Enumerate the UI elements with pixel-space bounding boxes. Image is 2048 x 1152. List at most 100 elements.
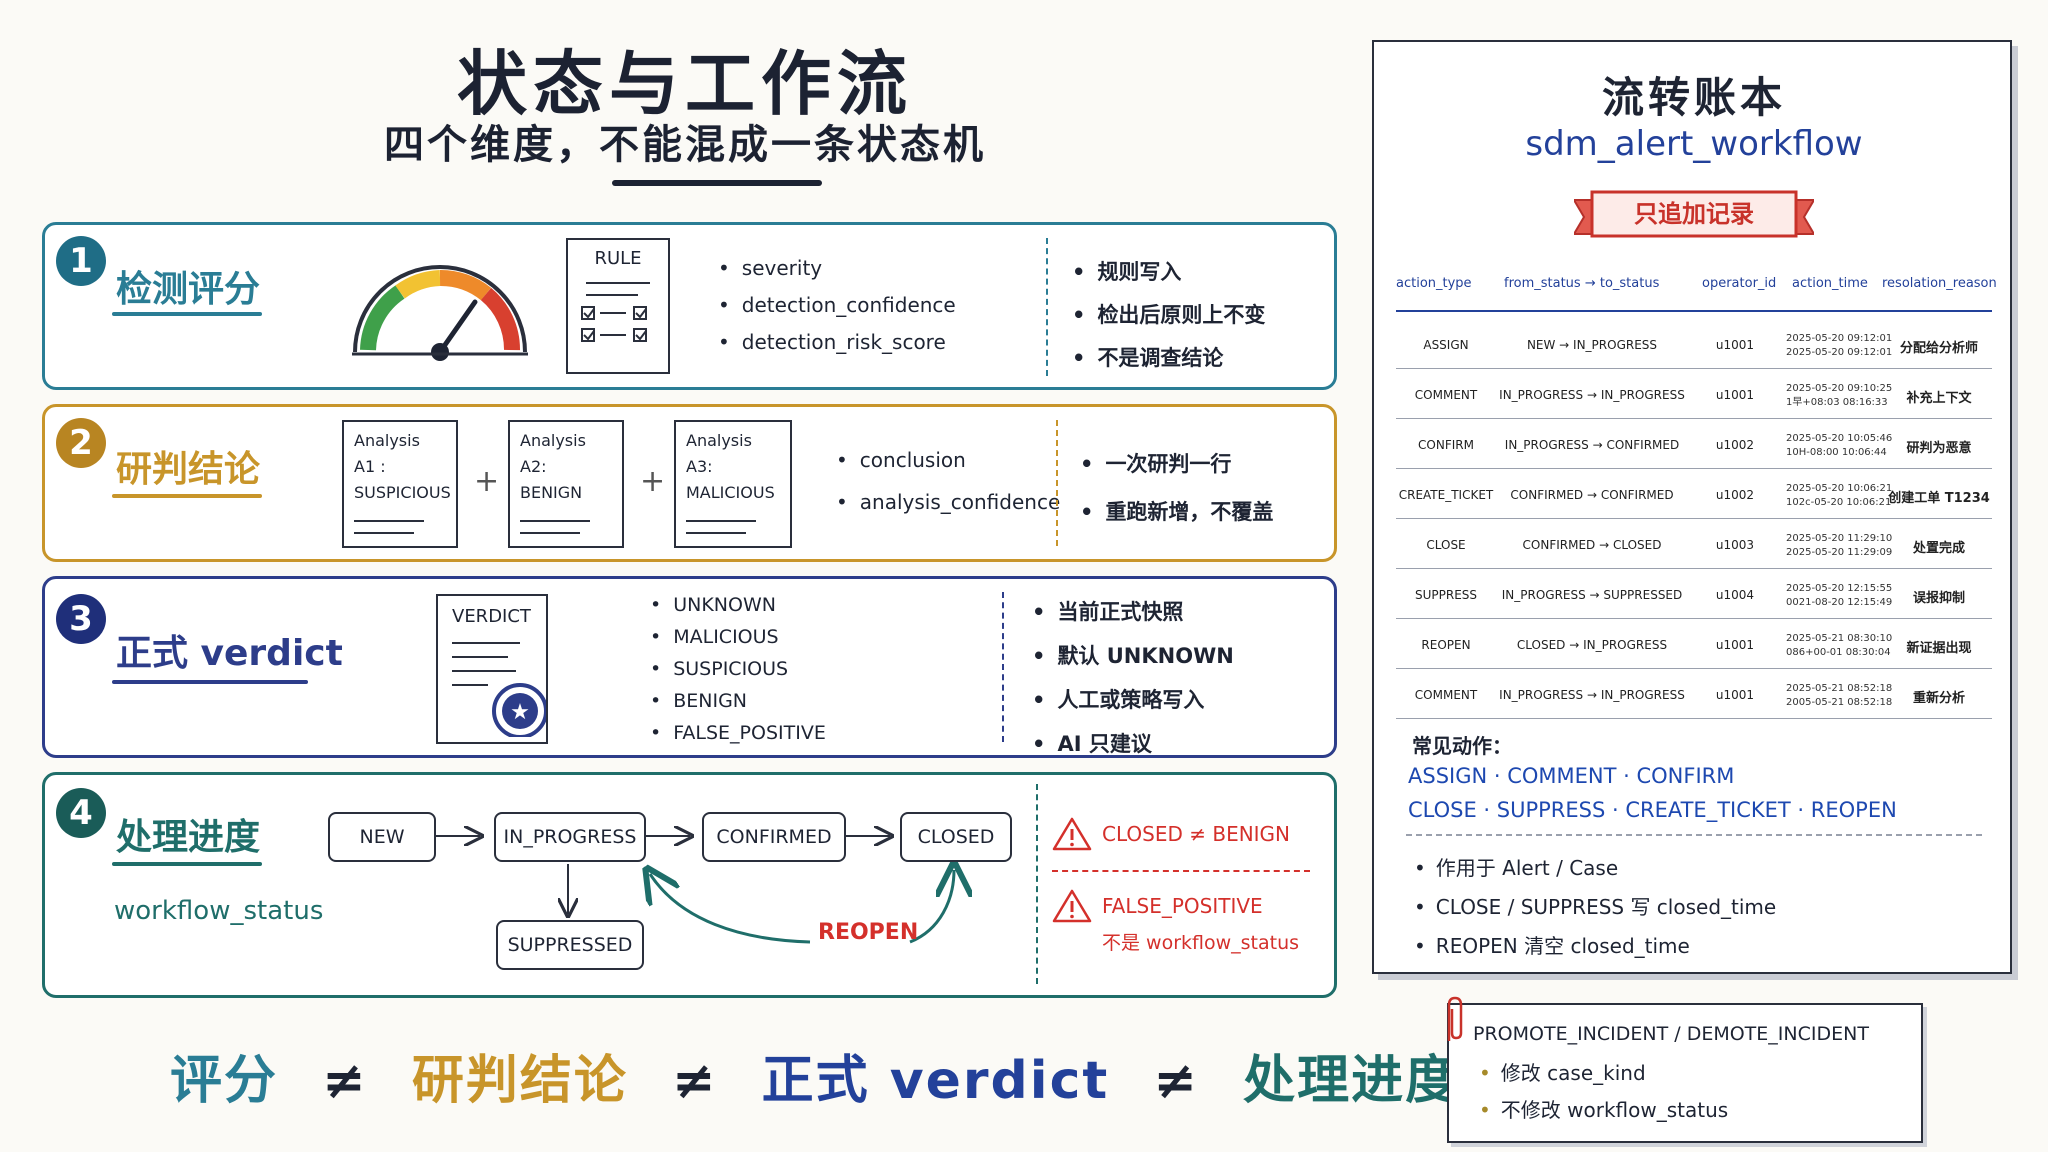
cell-operator: u1002 xyxy=(1715,438,1755,452)
cell-reason: 重新分析 xyxy=(1912,691,1965,706)
analysis-name: Analysis A3: xyxy=(686,431,752,476)
note-item: 一次研判一行 xyxy=(1080,448,1273,478)
field-item: conclusion xyxy=(836,448,1060,472)
plus-sign: + xyxy=(640,464,666,499)
cell-time: 2005-05-21 08:52:18 xyxy=(1786,697,1893,708)
cell-time: 2025-05-20 10:06:21 xyxy=(1786,483,1893,494)
verdict-value: SUSPICIOUS xyxy=(650,658,826,680)
col-reason: resolation_reason xyxy=(1882,276,1997,291)
cell-transition: IN_PROGRESS → IN_PROGRESS xyxy=(1499,688,1685,702)
cell-time: 2025-05-20 09:12:01 xyxy=(1786,347,1893,358)
panel4-number-badge: 4 xyxy=(56,788,106,838)
ribbon-text: 只追加记录 xyxy=(1634,200,1754,228)
row-divider xyxy=(1396,668,1992,669)
page-title: 状态与工作流 xyxy=(457,43,913,125)
verdict-value: FALSE_POSITIVE xyxy=(650,722,826,744)
note-item: AI 只建议 xyxy=(1032,728,1234,758)
panel3-number-badge: 3 xyxy=(56,594,106,644)
verdict-value: BENIGN xyxy=(650,690,826,712)
header-rule xyxy=(1396,310,1992,312)
ledger-title: 流转账本 xyxy=(1601,73,1786,122)
field-item: severity xyxy=(718,256,956,280)
warning-separator xyxy=(1052,870,1310,872)
verdict-value: MALICIOUS xyxy=(650,626,826,648)
neq-sign: ≠ xyxy=(671,1051,718,1111)
cell-action: CONFIRM xyxy=(1418,438,1474,452)
cell-operator: u1001 xyxy=(1715,388,1755,402)
actions-line-1: ASSIGN · COMMENT · CONFIRM xyxy=(1408,764,1735,788)
neq-sign: ≠ xyxy=(1153,1051,1199,1111)
verdict-values-list: UNKNOWN MALICIOUS SUSPICIOUS BENIGN FALS… xyxy=(650,594,826,754)
cell-time: 10H-08:00 10:06:44 xyxy=(1786,447,1887,458)
field-item: detection_confidence xyxy=(718,293,956,317)
incident-note-card: PROMOTE_INCIDENT / DEMOTE_INCIDENT 修改 ca… xyxy=(1447,996,1923,1143)
row-divider xyxy=(1396,418,1992,419)
warning-false-positive-sub: 不是 workflow_status xyxy=(1102,932,1300,954)
row-divider xyxy=(1396,518,1992,519)
panel-workflow-progress xyxy=(42,772,1337,998)
analysis-name: Analysis A1 : xyxy=(354,431,420,476)
svg-text:★: ★ xyxy=(510,700,530,725)
incident-note-item: 不修改 workflow_status xyxy=(1479,1094,1728,1123)
panel2-title: 研判结论 xyxy=(116,449,261,490)
panel1-title-underline xyxy=(112,312,262,316)
rule-document-icon: RULE xyxy=(566,238,670,374)
state-suppressed: SUPPRESSED xyxy=(496,920,644,970)
verdict-doc-label: VERDICT xyxy=(452,606,531,627)
cell-operator: u1002 xyxy=(1715,488,1755,502)
rule-doc-label: RULE xyxy=(594,248,642,269)
panel1-number-badge: 1 xyxy=(56,236,106,286)
cell-time: 1早+08:03 08:16:33 xyxy=(1786,397,1888,408)
page-subtitle: 四个维度，不能混成一条状态机 xyxy=(384,122,986,168)
cell-reason: 补充上下文 xyxy=(1906,391,1972,406)
panel3-title: 正式 verdict xyxy=(116,633,343,674)
ribbon-banner xyxy=(1574,190,1814,238)
panel1-title: 检测评分 xyxy=(116,269,261,310)
eq-progress: 处理进度 xyxy=(1243,1051,1460,1111)
gauge-icon xyxy=(352,265,528,361)
incident-note-item: 修改 case_kind xyxy=(1479,1057,1728,1086)
cell-time: 2025-05-20 11:29:10 xyxy=(1786,533,1893,544)
cell-time: 2025-05-20 09:10:25 xyxy=(1786,383,1893,394)
checklist-icon xyxy=(581,282,650,342)
panel4-title: 处理进度 xyxy=(116,817,261,858)
eq-conclusion: 研判结论 xyxy=(411,1051,628,1111)
cell-transition: IN_PROGRESS → SUPPRESSED xyxy=(1501,588,1683,602)
panel4-title-underline xyxy=(112,862,262,866)
workflow-status-field: workflow_status xyxy=(114,896,324,926)
analysis-note-a1: Analysis A1 : SUSPICIOUS xyxy=(342,420,458,548)
cell-time: 102c-05-20 10:06:21 xyxy=(1786,497,1892,508)
panel3-notes-list: 当前正式快照 默认 UNKNOWN 人工或策略写入 AI 只建议 xyxy=(1032,596,1234,771)
actions-line-2: CLOSE · SUPPRESS · CREATE_TICKET · REOPE… xyxy=(1408,798,1897,822)
cell-operator: u1003 xyxy=(1715,538,1755,552)
cell-reason: 创建工单 T1234 xyxy=(1888,491,1990,506)
cell-action: CREATE_TICKET xyxy=(1398,488,1494,502)
panel2-notes-list: 一次研判一行 重跑新增，不覆盖 xyxy=(1080,448,1273,539)
analysis-note-a3: Analysis A3: MALICIOUS xyxy=(674,420,792,548)
cell-operator: u1001 xyxy=(1715,688,1755,702)
state-closed: CLOSED xyxy=(900,812,1012,862)
ledger-table-name: sdm_alert_workflow xyxy=(1525,124,1863,164)
cell-reason: 新证据出现 xyxy=(1906,641,1972,656)
state-machine-arrows xyxy=(436,800,1040,944)
cell-action: SUPPRESS xyxy=(1414,588,1478,602)
analysis-note-a2: Analysis A2: BENIGN xyxy=(508,420,624,548)
panel1-notes-list: 规则写入 检出后原则上不变 不是调查结论 xyxy=(1072,256,1265,385)
actions-separator xyxy=(1406,834,1982,836)
cell-time: 2025-05-20 11:29:09 xyxy=(1786,547,1893,558)
cell-operator: u1001 xyxy=(1715,338,1755,352)
cell-time: 0021-08-20 12:15:49 xyxy=(1786,597,1893,608)
cell-time: 2025-05-20 09:12:01 xyxy=(1786,333,1893,344)
note-item: 检出后原则上不变 xyxy=(1072,299,1265,329)
analysis-value: BENIGN xyxy=(520,483,583,502)
analysis-name: Analysis A2: xyxy=(520,431,586,476)
note-item: 默认 UNKNOWN xyxy=(1032,640,1233,670)
cell-action: CLOSE xyxy=(1426,538,1466,552)
cell-reason: 分配给分析师 xyxy=(1899,341,1978,356)
warning-icon xyxy=(1052,889,1092,923)
cell-reason: 处置完成 xyxy=(1912,541,1965,556)
reopen-label: REOPEN xyxy=(818,920,919,945)
row-divider xyxy=(1396,718,1992,719)
cell-transition: NEW → IN_PROGRESS xyxy=(1526,338,1658,352)
panel2-number-badge: 2 xyxy=(56,418,106,468)
